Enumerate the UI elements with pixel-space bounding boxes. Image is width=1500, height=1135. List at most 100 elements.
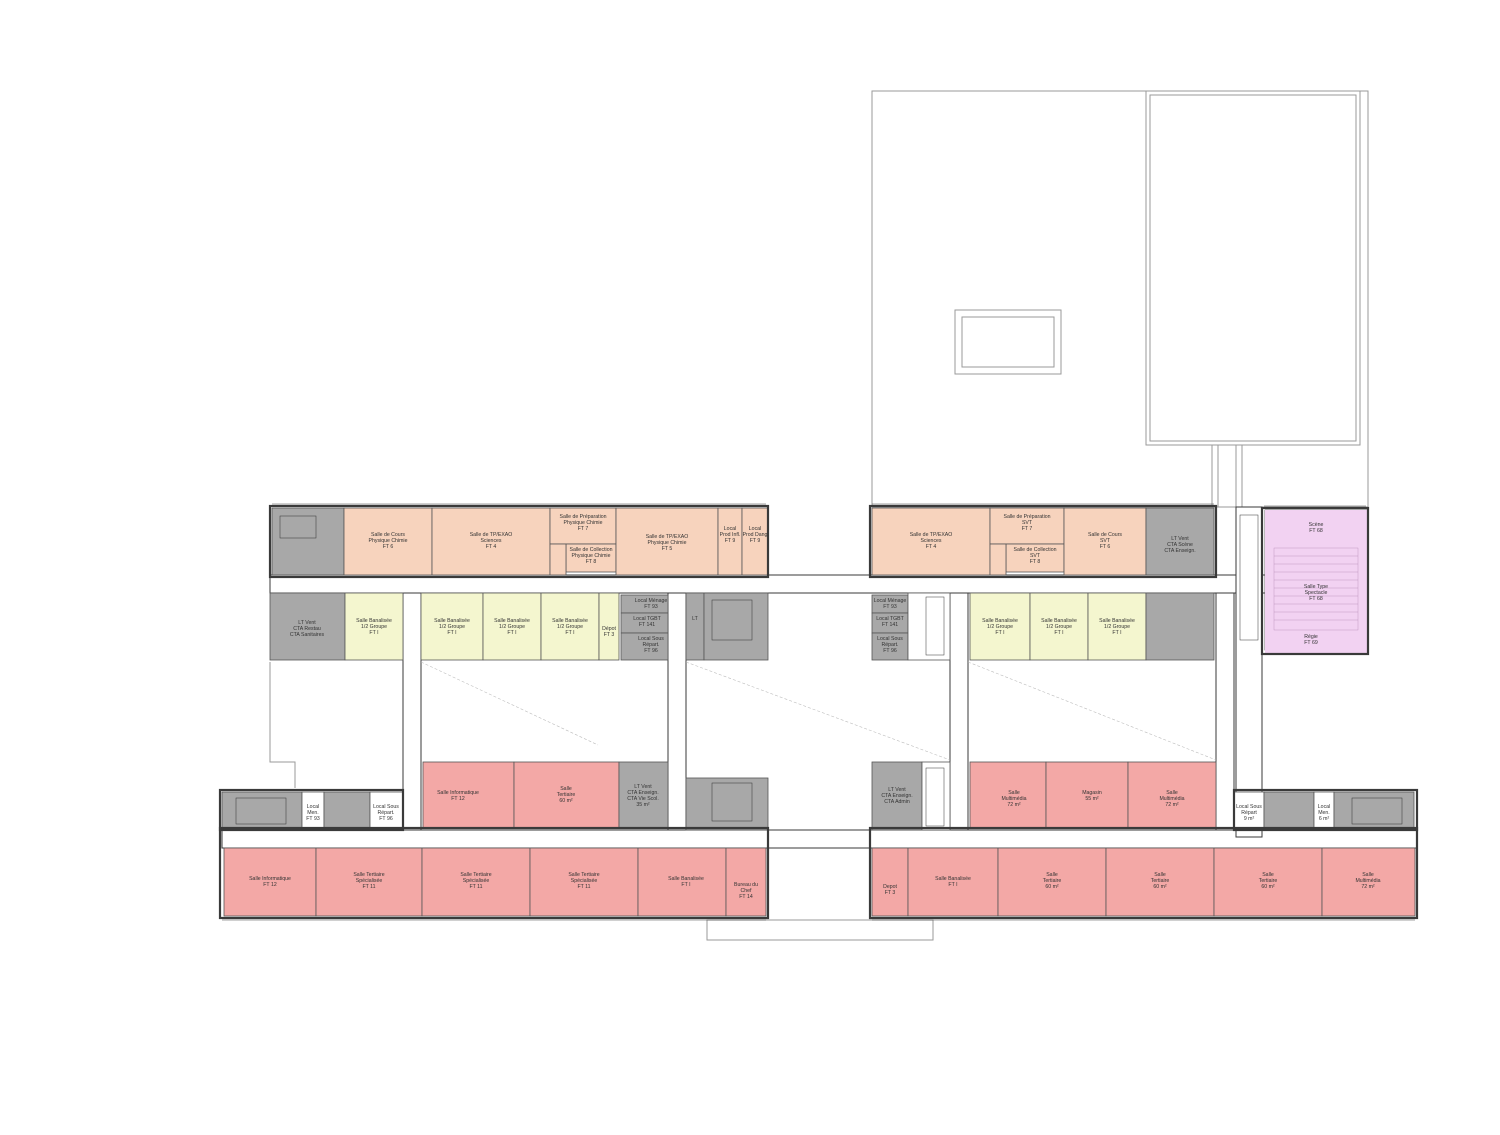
- room-label-line: LT: [692, 616, 698, 622]
- room-banal-s-e: [907, 847, 999, 917]
- room-label-line: CTA Restau: [293, 626, 321, 632]
- room-cours-svt: [1063, 507, 1147, 576]
- room-label-line: FT 6: [1100, 544, 1111, 550]
- room-label-line: SVT: [1030, 553, 1041, 559]
- room-label-line: Prod Dang: [743, 532, 768, 538]
- room-label-line: Spécialisée: [463, 878, 490, 884]
- room-label-line: 60 m²: [559, 798, 573, 804]
- room-label-line: Salle Tertiaire: [460, 872, 491, 878]
- room-label-line: FT 93: [883, 604, 897, 610]
- room-label-line: FT 8: [1030, 559, 1041, 565]
- room-label-line: Local TGBT: [633, 616, 661, 622]
- room-label-line: FT I: [447, 630, 456, 636]
- room-label-line: Sciences: [920, 538, 941, 544]
- room-label-line: 1/2 Groupe: [439, 624, 465, 630]
- facade-hatch: [222, 503, 1415, 921]
- room-label-line: 6 m²: [1319, 816, 1330, 822]
- room-label-line: FT I: [507, 630, 516, 636]
- room-label-line: FT 12: [263, 882, 277, 888]
- room-label-line: Salle: [1262, 872, 1274, 878]
- room-label-line: Spectacle: [1305, 590, 1328, 596]
- room-label-line: FT 6: [383, 544, 394, 550]
- stair-nw: [271, 507, 345, 576]
- room-label-line: FT 96: [379, 816, 393, 822]
- room-label-line: Répart.: [377, 810, 394, 816]
- room-lt-vent-restau: [269, 592, 346, 661]
- room-label-line: Salle de Préparation: [559, 514, 606, 520]
- room-label-line: FT 7: [1022, 526, 1033, 532]
- room-tp-sciences-e: [871, 507, 991, 576]
- room-label-line: CTA Enseign.: [881, 793, 912, 799]
- room-multimedia-mid-2: [1127, 761, 1217, 829]
- room-label-line: FT 14: [739, 894, 753, 900]
- room-label-line: FT 141: [882, 622, 898, 628]
- room-label-line: 72 m²: [1165, 802, 1179, 808]
- room-label-line: Salle de TP/EXAO: [470, 532, 513, 538]
- room-label-line: Salle Banalisée: [668, 876, 704, 882]
- room-tert-spec-2: [421, 847, 531, 917]
- room-label-line: FT 9: [750, 538, 761, 544]
- room-label-line: 72 m²: [1361, 884, 1375, 890]
- room-multimedia-mid-1: [969, 761, 1047, 829]
- room-local-sous-rep-w: [620, 632, 669, 661]
- room-label-line: Local Sous: [877, 636, 903, 642]
- room-label-line: Tertiaire: [1151, 878, 1170, 884]
- room-label-line: Local: [307, 804, 319, 810]
- room-local-sous-rep-e: [871, 632, 909, 661]
- room-cours-physique: [343, 507, 433, 576]
- room-label-line: CTA Enseign.: [1164, 548, 1195, 554]
- room-label-line: FT 5: [662, 546, 673, 552]
- room-label-line: 55 m²: [1085, 796, 1099, 802]
- room-label-line: Salle Banalisée: [552, 618, 588, 624]
- room-lt-w: [685, 592, 705, 661]
- room-banal-2: [420, 592, 484, 661]
- room-label-line: Salle Banalisée: [494, 618, 530, 624]
- room-label-line: Salle de TP/EXAO: [910, 532, 953, 538]
- room-label-line: Tertiaire: [1259, 878, 1278, 884]
- room-label-line: FT 68: [1309, 596, 1323, 602]
- room-banal-4: [540, 592, 600, 661]
- room-label-line: FT I: [1112, 630, 1121, 636]
- room-label-line: FT 11: [362, 884, 375, 890]
- room-label-line: FT 8: [586, 559, 597, 565]
- room-bureau-chef: [725, 847, 767, 917]
- room-label-line: Salle Banalisée: [434, 618, 470, 624]
- stair-se2: [1333, 791, 1415, 831]
- room-label-line: 1/2 Groupe: [499, 624, 525, 630]
- room-tert-spec-3: [529, 847, 639, 917]
- room-label-line: Scène: [1309, 522, 1324, 528]
- room-label-line: 9 m²: [1244, 816, 1255, 822]
- room-label-line: Salle: [1166, 790, 1178, 796]
- room-label-line: FT 7: [578, 526, 589, 532]
- room-label-line: FT 11: [577, 884, 590, 890]
- room-label-line: Salle de Collection: [1014, 547, 1057, 553]
- room-label-line: Salle de Cours: [1088, 532, 1122, 538]
- room-label-line: Tertiaire: [1043, 878, 1062, 884]
